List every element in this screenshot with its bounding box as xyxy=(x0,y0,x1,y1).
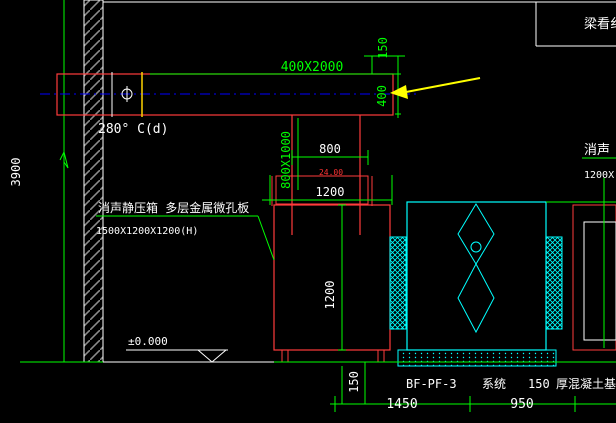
temperature-label: 280° C(d) xyxy=(98,122,168,137)
leader-lines xyxy=(96,157,616,261)
right-equipment[interactable] xyxy=(572,178,616,351)
dim-150-base-label: 150 xyxy=(528,377,550,391)
pointer-arrow xyxy=(390,77,481,99)
base-note-label: 厚混凝土基 xyxy=(556,376,616,391)
riser-size-label: 800X1000 xyxy=(279,131,293,189)
riser-duct[interactable] xyxy=(271,115,373,235)
support-legs xyxy=(281,350,385,362)
right-silencer-size-label: 1200X xyxy=(584,170,614,181)
dim-1200-top-label: 1200 xyxy=(316,185,345,199)
silencer-size-label: 1500X1200X1200(H) xyxy=(96,226,198,237)
dim-400-side-label: 400 xyxy=(375,85,389,107)
fan-unit[interactable] xyxy=(397,201,616,367)
riser-dimensions xyxy=(262,118,393,205)
dim-2400-label: 24.00 xyxy=(319,168,343,177)
dim-150-bottom-label: 150 xyxy=(347,371,361,393)
dim-800-label: 800 xyxy=(319,142,341,156)
dim-3900-label: 3900 xyxy=(9,158,23,187)
system-label: 系统 xyxy=(482,377,506,391)
top-dimensions xyxy=(150,56,401,118)
fan-model-label: BF-PF-3 xyxy=(406,377,457,391)
level-marker xyxy=(126,349,228,363)
bottom-dimensions xyxy=(330,362,616,412)
dim-150-top-label: 150 xyxy=(376,37,390,59)
dim-950-label: 950 xyxy=(510,397,533,412)
flex-connectors xyxy=(389,236,563,330)
right-silencer-title-label: 消声 xyxy=(584,143,610,158)
dim-1200-height-label: 1200 xyxy=(323,281,337,310)
wall xyxy=(59,0,104,363)
level-mark-label: ±0.000 xyxy=(128,335,168,348)
beam-lines xyxy=(103,1,616,57)
dim-1450-label: 1450 xyxy=(386,397,417,412)
silencer-title-label: 消声静压箱 多层金属微孔板 xyxy=(98,200,249,215)
beam-note-label: 梁看纟 xyxy=(584,16,616,32)
duct-size-label: 400X2000 xyxy=(281,60,344,75)
